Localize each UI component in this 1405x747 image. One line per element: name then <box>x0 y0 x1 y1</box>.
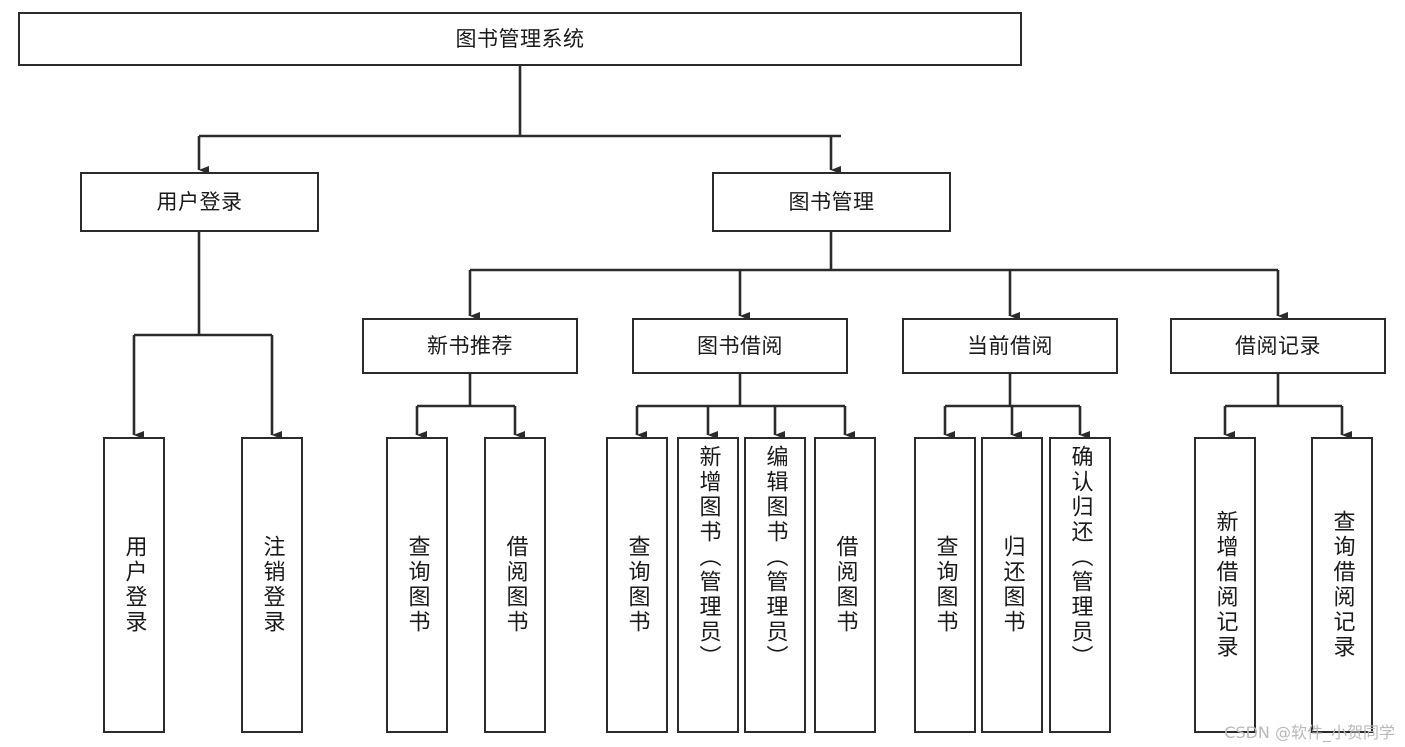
node-leaf-return-book-label: 归还图书 <box>999 535 1025 635</box>
node-new-book-rec[interactable]: 新书推荐 <box>362 318 578 374</box>
node-leaf-query-book-bb[interactable]: 查询图书 <box>606 437 668 733</box>
node-leaf-borrow-book-bb[interactable]: 借阅图书 <box>814 437 876 733</box>
node-book-borrow[interactable]: 图书借阅 <box>632 318 848 374</box>
node-leaf-borrow-book-rec-label: 借阅图书 <box>502 535 528 635</box>
node-leaf-return-book[interactable]: 归还图书 <box>981 437 1043 733</box>
node-leaf-add-record-label: 新增借阅记录 <box>1212 510 1238 660</box>
node-user-login-label: 用户登录 <box>156 189 243 214</box>
node-current-borrow[interactable]: 当前借阅 <box>902 318 1118 374</box>
node-root[interactable]: 图书管理系统 <box>18 12 1022 66</box>
node-leaf-confirm-return-label: 确认归还（管理员） <box>1067 445 1093 670</box>
node-leaf-add-record[interactable]: 新增借阅记录 <box>1194 437 1256 733</box>
node-leaf-edit-book[interactable]: 编辑图书（管理员） <box>744 437 806 733</box>
node-leaf-logout[interactable]: 注销登录 <box>241 437 303 733</box>
node-leaf-query-book-rec[interactable]: 查询图书 <box>386 437 448 733</box>
node-user-login[interactable]: 用户登录 <box>80 172 319 232</box>
node-new-book-rec-label: 新书推荐 <box>427 333 513 358</box>
node-current-borrow-label: 当前借阅 <box>967 333 1053 358</box>
node-borrow-record-label: 借阅记录 <box>1235 333 1321 358</box>
node-leaf-logout-label: 注销登录 <box>259 535 285 635</box>
node-leaf-query-record[interactable]: 查询借阅记录 <box>1311 437 1373 733</box>
node-leaf-add-book[interactable]: 新增图书（管理员） <box>677 437 739 733</box>
node-book-borrow-label: 图书借阅 <box>697 333 783 358</box>
node-leaf-borrow-book-rec[interactable]: 借阅图书 <box>484 437 546 733</box>
node-leaf-borrow-book-bb-label: 借阅图书 <box>832 535 858 635</box>
node-leaf-confirm-return[interactable]: 确认归还（管理员） <box>1049 437 1111 733</box>
node-leaf-query-book-rec-label: 查询图书 <box>404 535 430 635</box>
node-leaf-user-login[interactable]: 用户登录 <box>103 437 165 733</box>
node-leaf-add-book-label: 新增图书（管理员） <box>695 445 721 670</box>
node-root-label: 图书管理系统 <box>455 26 585 51</box>
node-leaf-query-book-cb[interactable]: 查询图书 <box>914 437 976 733</box>
node-leaf-query-book-bb-label: 查询图书 <box>624 535 650 635</box>
node-book-manage-label: 图书管理 <box>788 189 875 214</box>
node-leaf-query-record-label: 查询借阅记录 <box>1329 510 1355 660</box>
node-leaf-user-login-label: 用户登录 <box>121 535 147 635</box>
node-leaf-edit-book-label: 编辑图书（管理员） <box>762 445 788 670</box>
node-leaf-query-book-cb-label: 查询图书 <box>932 535 958 635</box>
node-borrow-record[interactable]: 借阅记录 <box>1170 318 1386 374</box>
node-book-manage[interactable]: 图书管理 <box>712 172 951 232</box>
